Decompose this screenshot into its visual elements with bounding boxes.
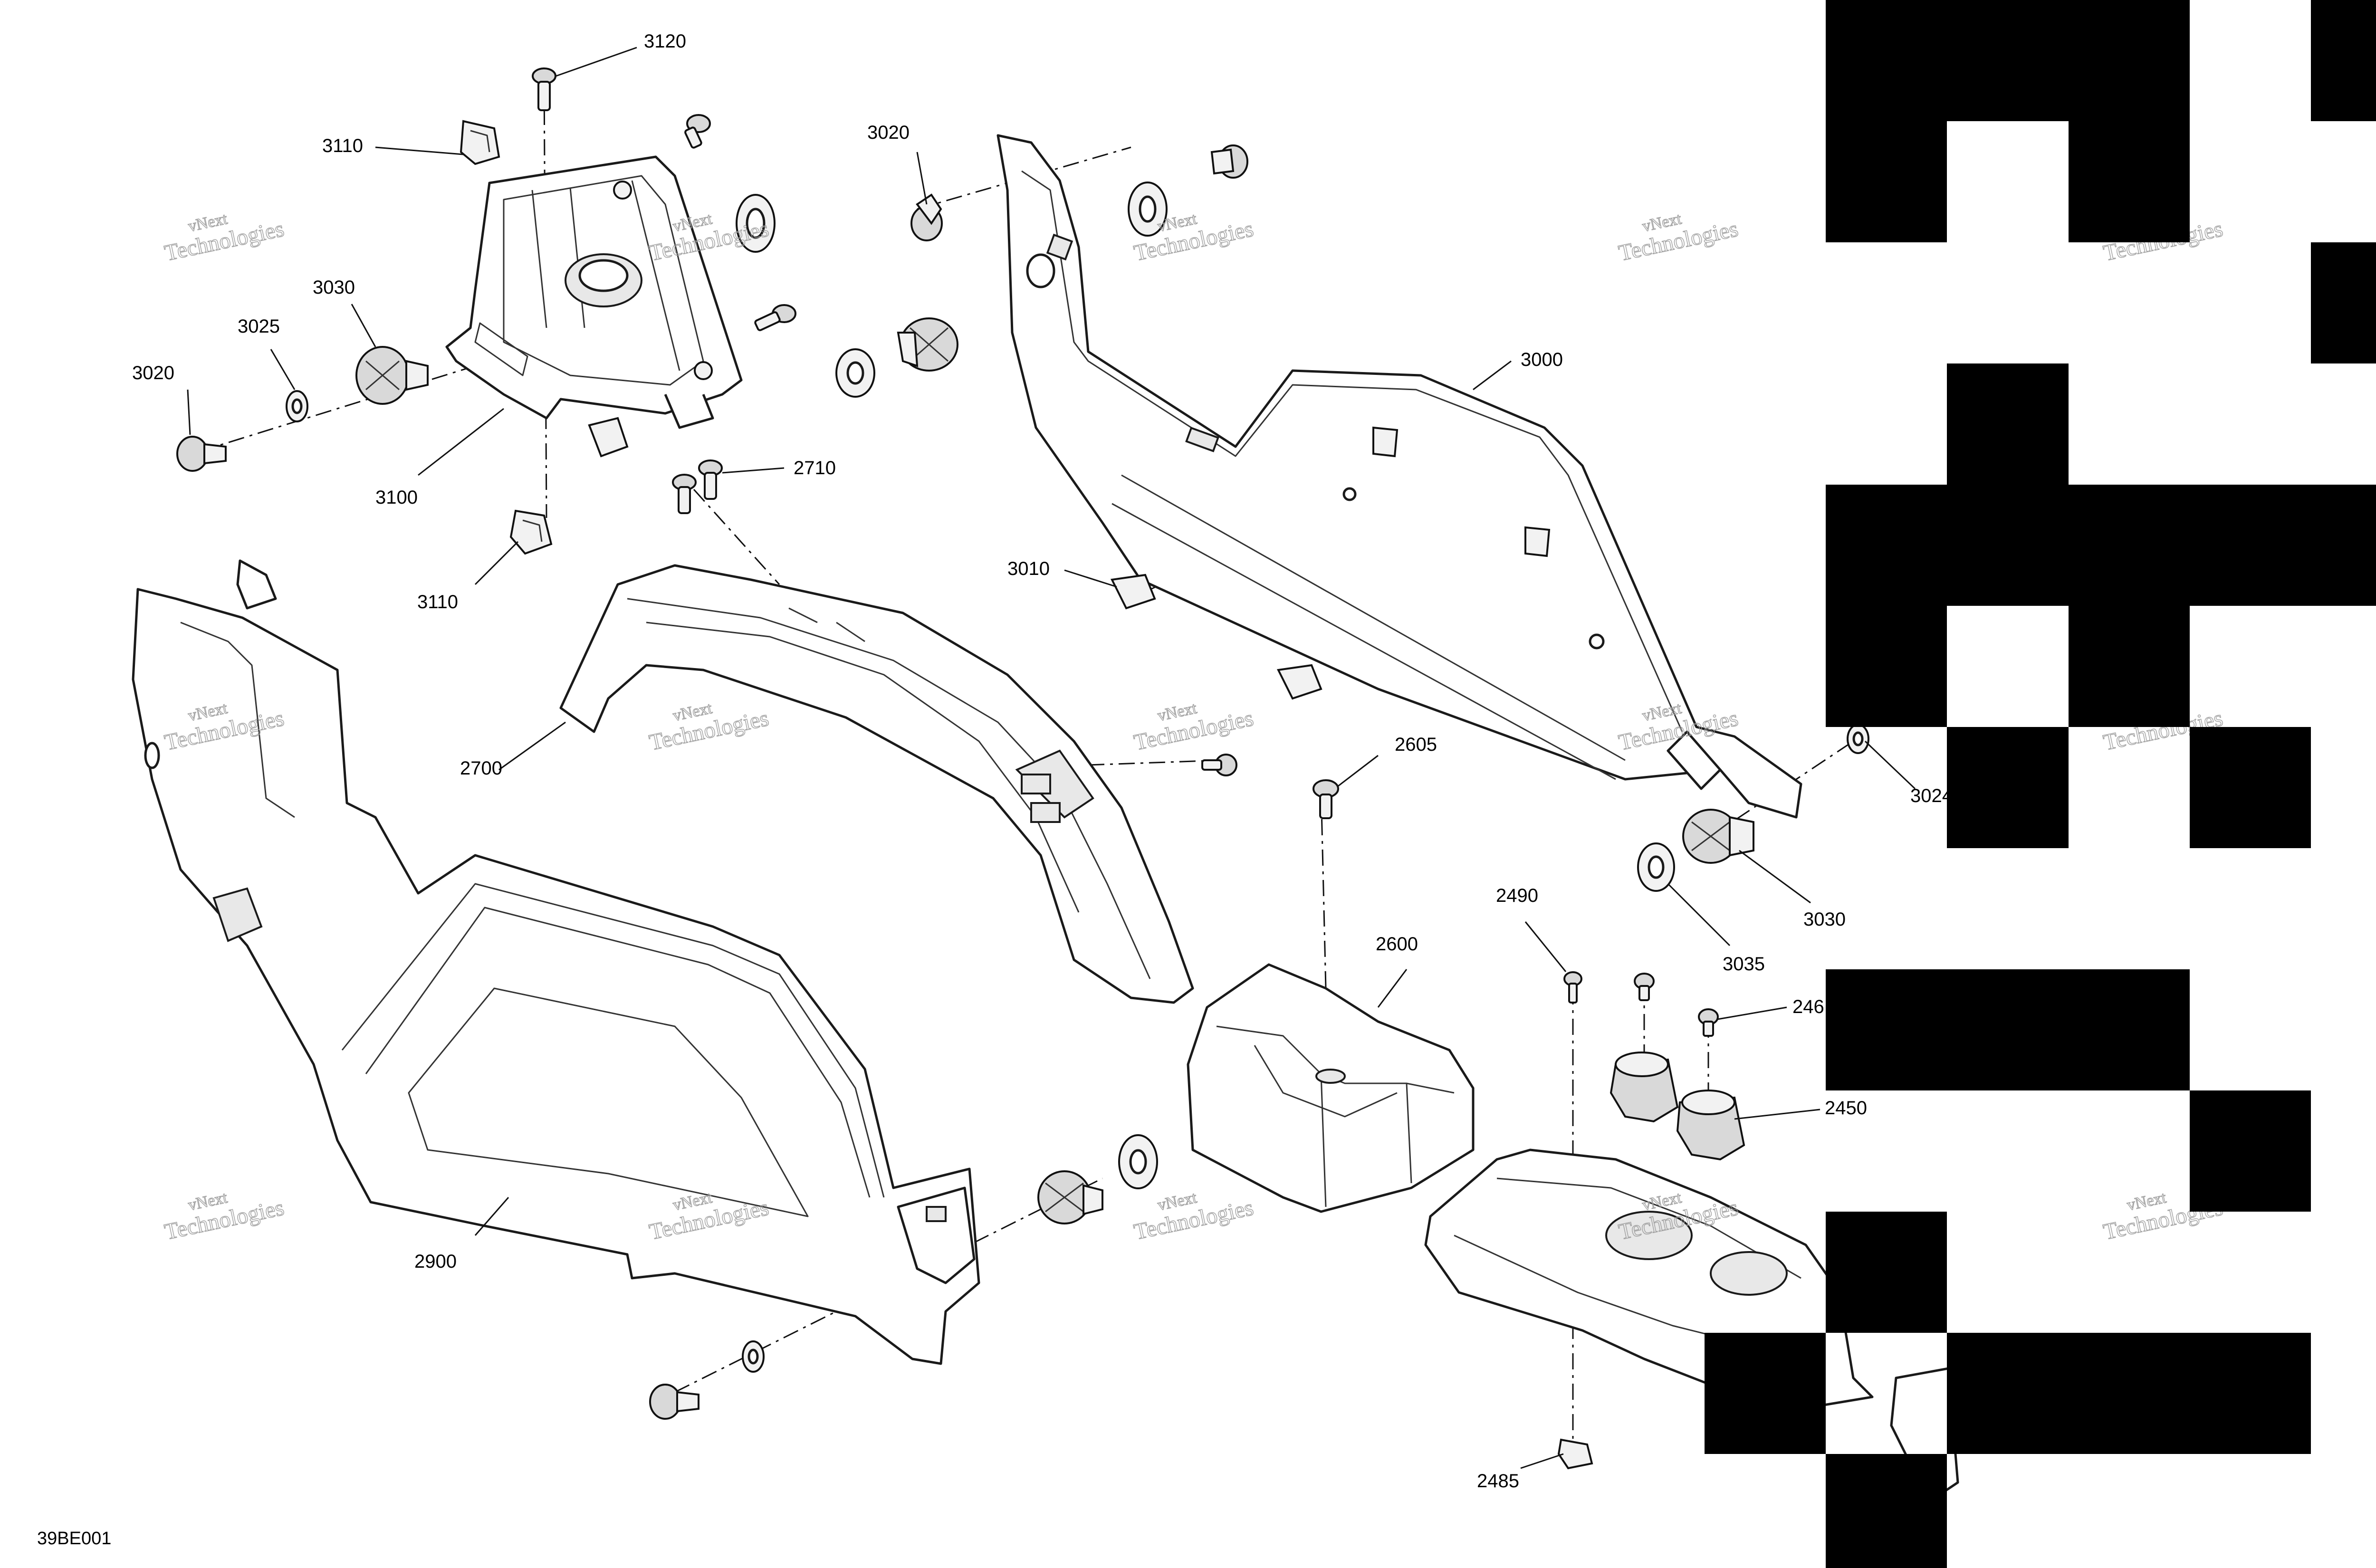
washer-near-2900 bbox=[1118, 1134, 1158, 1189]
part-3000-panel bbox=[996, 134, 1802, 819]
knob-2450-b bbox=[1676, 1090, 1745, 1161]
callout-labels: 3120 3110 3020 3030 3025 3020 3100 3110 … bbox=[132, 31, 1953, 1492]
pushpin-3020-top bbox=[910, 193, 943, 241]
clip-3010-b bbox=[1276, 664, 1322, 700]
callout-3110-top: 3110 bbox=[322, 135, 363, 156]
callout-3120: 3120 bbox=[644, 31, 686, 52]
washer-3025 bbox=[286, 390, 308, 422]
rivet-3030-left bbox=[355, 346, 429, 405]
callout-3030-left: 3030 bbox=[313, 277, 355, 298]
qr-code-block bbox=[1705, 0, 2376, 1568]
callout-3000: 3000 bbox=[1521, 349, 1563, 370]
screw-2490 bbox=[1563, 971, 1582, 1004]
washer-top-3000 bbox=[1128, 182, 1168, 237]
callout-3100: 3100 bbox=[375, 487, 418, 508]
callout-2600: 2600 bbox=[1376, 934, 1418, 955]
screw-2710-a bbox=[672, 474, 697, 514]
part-2600-tray bbox=[1187, 963, 1475, 1213]
washer-bottom-2900 bbox=[742, 1340, 765, 1373]
screw-right-of-2700 bbox=[1201, 754, 1237, 776]
part-2700-arch bbox=[559, 564, 1194, 1004]
callout-2485: 2485 bbox=[1477, 1471, 1519, 1492]
clip-3110-top bbox=[460, 120, 500, 165]
pushpin-3020-left bbox=[176, 436, 227, 472]
washer-mid-3000 bbox=[835, 348, 875, 398]
clip-3110-bottom bbox=[509, 509, 553, 555]
callout-3020-left: 3020 bbox=[132, 363, 174, 383]
clip-near-3100 bbox=[588, 417, 629, 458]
knob-2450-a bbox=[1610, 1052, 1679, 1123]
callout-2605: 2605 bbox=[1395, 734, 1437, 755]
callout-2450: 2450 bbox=[1825, 1098, 1867, 1119]
screw-3120 bbox=[532, 67, 556, 111]
reference-code: 39BE001 bbox=[37, 1529, 111, 1549]
callout-3110-bottom: 3110 bbox=[417, 592, 458, 612]
callout-3030-right: 3030 bbox=[1803, 909, 1846, 930]
screw-right-of-3100 bbox=[754, 304, 796, 331]
callout-3025: 3025 bbox=[238, 316, 280, 337]
pin-246x-b bbox=[1698, 1008, 1719, 1037]
pushpin-bottom-2900 bbox=[649, 1384, 699, 1420]
rivet-near-2900 bbox=[1037, 1170, 1103, 1224]
callout-3035: 3035 bbox=[1723, 954, 1765, 975]
callout-246x: 246 bbox=[1792, 996, 1824, 1017]
rivet-3030-right bbox=[1682, 809, 1754, 864]
callout-2490: 2490 bbox=[1496, 885, 1538, 906]
part-2900-panel bbox=[132, 559, 980, 1365]
callout-2900: 2900 bbox=[414, 1251, 457, 1272]
pin-246x-a bbox=[1634, 973, 1655, 1001]
screw-top-right bbox=[684, 114, 711, 149]
clip-2485 bbox=[1557, 1438, 1593, 1470]
rivet-mid-3000 bbox=[897, 317, 958, 372]
part-3100-bracket bbox=[445, 155, 743, 429]
callout-3010: 3010 bbox=[1007, 558, 1050, 579]
screw-2710-b bbox=[698, 459, 723, 500]
washer-top-right bbox=[736, 194, 776, 253]
callout-3020-top: 3020 bbox=[867, 122, 910, 143]
callout-2700: 2700 bbox=[460, 758, 502, 779]
assembly-lines bbox=[199, 78, 1854, 1444]
callout-3024: 3024 bbox=[1910, 785, 1953, 806]
leader-lines bbox=[187, 47, 1916, 1469]
rivet-top-3000 bbox=[1210, 144, 1248, 179]
screw-2605 bbox=[1313, 779, 1339, 819]
callout-2710: 2710 bbox=[794, 458, 836, 478]
clip-3010-a bbox=[1110, 574, 1156, 610]
washer-3024 bbox=[1847, 724, 1869, 754]
washer-3035 bbox=[1637, 842, 1675, 892]
